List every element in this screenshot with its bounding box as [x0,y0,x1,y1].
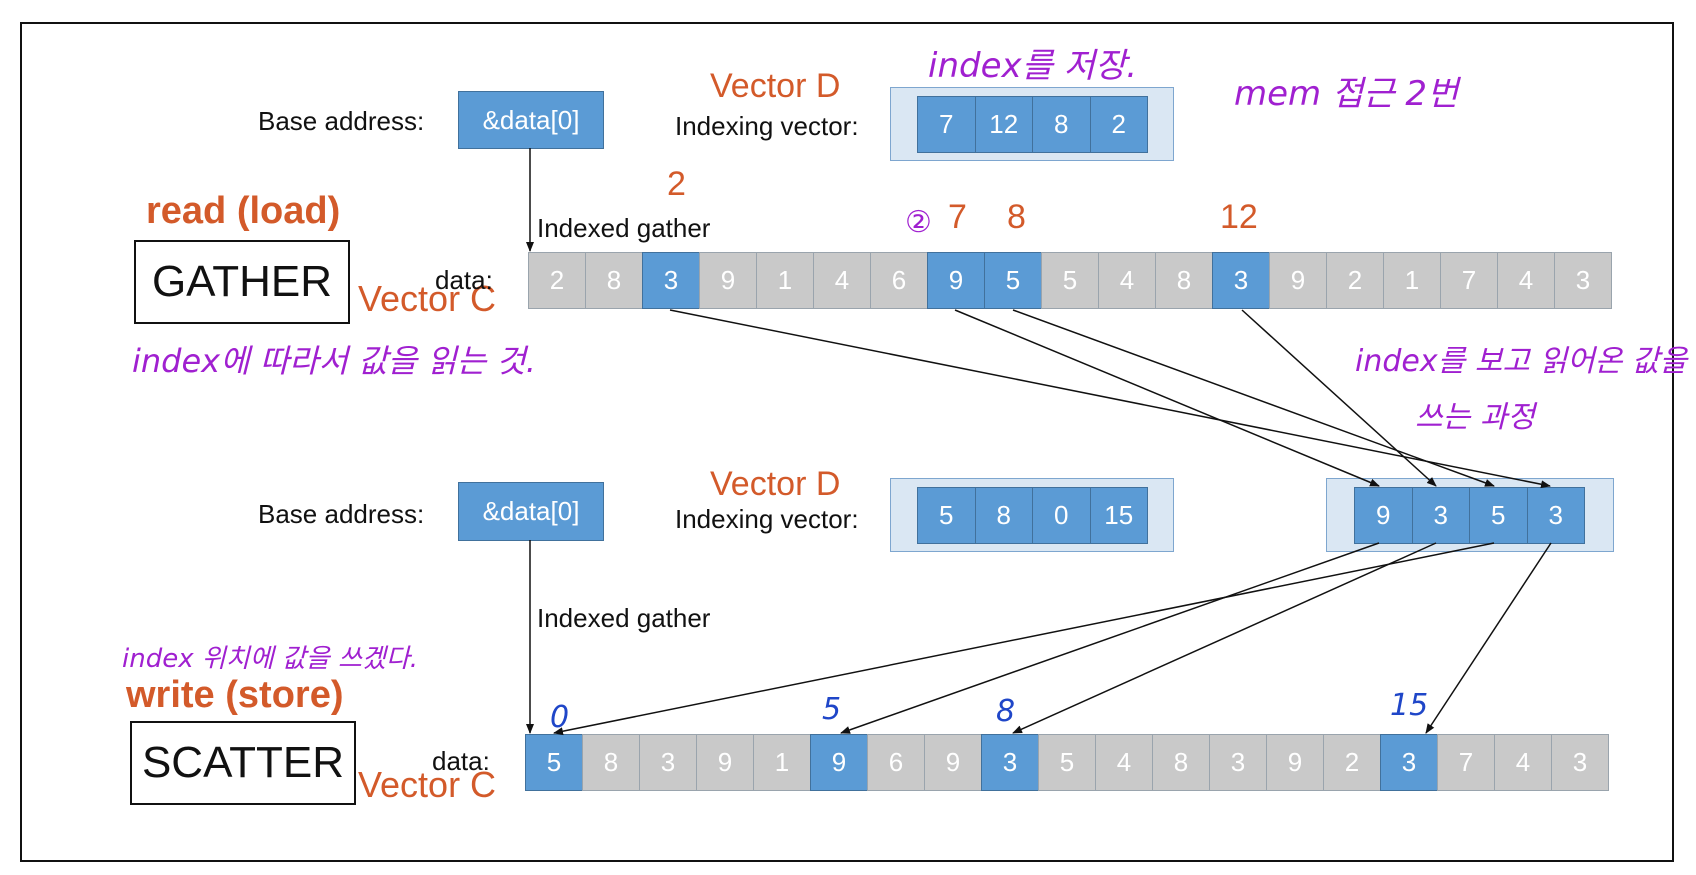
scatter-base-address-label: Base address: [258,499,425,529]
scatter-base-address-box: &data[0] [458,482,604,541]
gather-data-cell: 8 [585,252,643,309]
note-write-at-index: index 위치에 값을 쓰겠다. [122,644,419,674]
result-cell: 3 [1526,487,1585,544]
note-mem-access: mem 접근 2번 [1234,74,1459,114]
scatter-data-label: data: [432,746,490,776]
gather-index-mark: 12 [1220,198,1258,236]
gather-op-title: read (load) [146,190,341,232]
gather-data-cell: 3 [642,252,700,309]
scatter-vector-c-label: Vector C [358,764,497,805]
scatter-data-cell: 5 [525,734,583,791]
gather-vector-c-label: Vector C [358,278,497,319]
gather-data-cell: 5 [984,252,1042,309]
scatter-data-cell: 3 [1551,734,1609,791]
scatter-op-title: write (store) [126,674,344,716]
gather-data-cell: 3 [1554,252,1612,309]
note-write-read-values-1: index를 보고 읽어온 값을 [1355,344,1688,379]
note-index-store: index를 저장. [928,46,1138,86]
scatter-arrow [840,542,1380,734]
gather-vector-d-label: Vector D [710,67,841,105]
scatter-data-cell: 3 [981,734,1039,791]
scatter-op-box: SCATTER [130,721,356,805]
gather-data-cell: 1 [756,252,814,309]
scatter-vector-d-label: Vector D [710,465,841,503]
scatter-arrow [553,542,1495,736]
gather-data-cell: 2 [1326,252,1384,309]
scatter-data-cell: 7 [1437,734,1495,791]
scatter-index-mark: 8 [996,694,1016,729]
note-read-by-index: index에 따라서 값을 읽는 것. [132,342,536,380]
gather-data-cell: 5 [1041,252,1099,309]
scatter-data-cell: 9 [924,734,982,791]
diagram-frame [20,22,1674,862]
result-cell: 5 [1469,487,1528,544]
gather-base-address-box: &data[0] [458,91,604,149]
scatter-data-cell: 5 [1038,734,1096,791]
scatter-data-cell: 6 [867,734,925,791]
gather-data-cell: 9 [699,252,757,309]
scatter-indexed-gather-label: Indexed gather [537,603,711,633]
scatter-data-cell: 8 [582,734,640,791]
scatter-index-mark: 15 [1390,688,1429,723]
gather-data-cell: 7 [1440,252,1498,309]
gather-arrow [669,309,1551,489]
gather-indexing-cell: 7 [917,96,976,153]
scatter-data-cell: 3 [639,734,697,791]
scatter-indexing-vector-label: Indexing vector: [675,504,859,534]
note-write-read-values-2: 쓰는 과정 [1415,400,1535,435]
gather-data-cell: 2 [528,252,586,309]
gather-indexing-cell: 2 [1089,96,1148,153]
scatter-data-cell: 9 [696,734,754,791]
gather-op-box: GATHER [134,240,350,324]
gather-arrow [954,309,1380,487]
scatter-data-cell: 4 [1095,734,1153,791]
gather-indexed-gather-label: Indexed gather [537,213,711,243]
gather-data-cell: 3 [1212,252,1270,309]
gather-data-cell: 4 [813,252,871,309]
gather-indexing-cell: 12 [974,96,1033,153]
scatter-indexing-cell: 0 [1032,487,1091,544]
gather-arrow [1241,309,1437,487]
scatter-data-cell: 9 [810,734,868,791]
gather-indexing-vector-label: Indexing vector: [675,111,859,141]
gather-index-mark: 7 [948,198,967,236]
gather-index-mark: 2 [667,165,686,203]
gather-base-address-label: Base address: [258,106,425,136]
circled-mark: ② [905,205,932,240]
scatter-index-mark: 5 [822,692,842,727]
scatter-indexing-cell: 15 [1089,487,1148,544]
scatter-arrow [1425,542,1552,734]
gather-index-mark: 8 [1007,198,1026,236]
gather-data-cell: 4 [1497,252,1555,309]
scatter-indexing-cell: 5 [917,487,976,544]
gather-data-cell: 1 [1383,252,1441,309]
scatter-index-mark: 0 [550,700,570,735]
gather-arrow [1012,309,1495,487]
result-cell: 9 [1354,487,1413,544]
scatter-arrow [1012,542,1437,734]
gather-data-label: data: [435,265,493,295]
